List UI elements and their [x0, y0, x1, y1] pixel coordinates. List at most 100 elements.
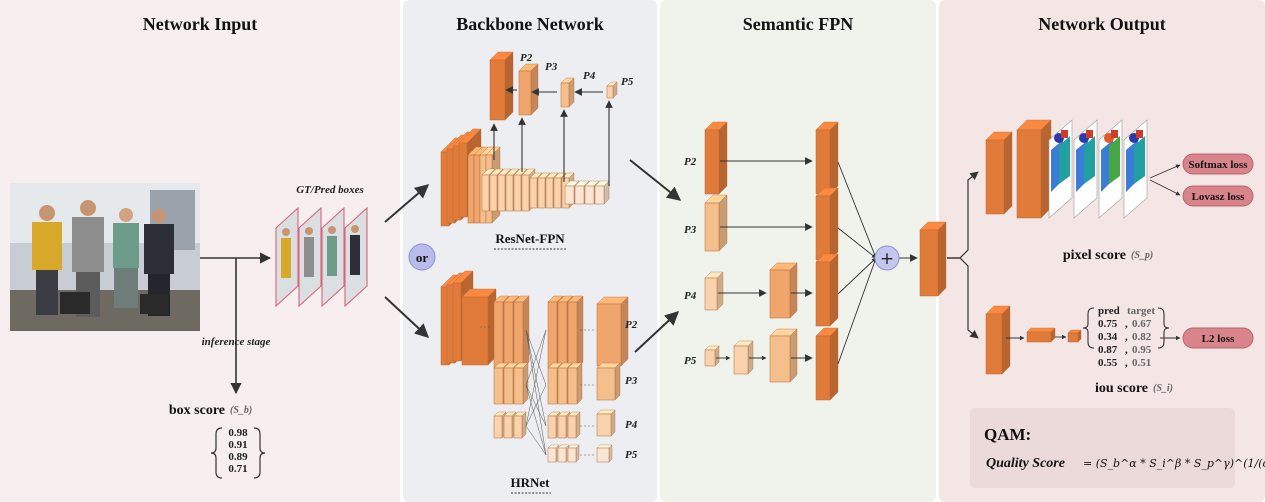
feature-map-front — [596, 447, 610, 463]
feature-map-side — [937, 221, 947, 297]
card-head — [351, 225, 359, 233]
lovasz-loss-pill: Lovasz loss — [1182, 185, 1254, 207]
hrnet-label: HRNet — [511, 475, 551, 490]
resnet-p3-label: P3 — [545, 61, 558, 73]
arrow-to-resnet — [384, 184, 430, 223]
iou-left-brace — [1082, 307, 1095, 349]
feature-map-front — [493, 301, 504, 369]
feature-map-side — [504, 51, 514, 121]
feature-map-side — [829, 187, 839, 261]
feature-map-side — [1001, 305, 1011, 375]
title-backbone-network: Backbone Network — [456, 14, 604, 34]
panel-semantic-fpn — [660, 0, 936, 502]
feature-map-side — [608, 444, 613, 463]
fpn-in-p3 — [704, 194, 728, 252]
feature-map-front — [704, 277, 718, 311]
iou-target-value: 0.95 — [1132, 344, 1152, 356]
fpn-to-sum — [837, 227, 877, 259]
gt-pred-box-card — [321, 206, 345, 308]
panel-network-output — [939, 0, 1265, 502]
mask-region — [1134, 136, 1145, 184]
feature-map-side — [568, 77, 575, 108]
or-badge — [408, 243, 436, 271]
iou-comma: , — [1125, 331, 1128, 343]
iou-comma: , — [1125, 357, 1128, 369]
fpn-p5-label: P5 — [684, 355, 697, 367]
iou-score-label: iou score — [1095, 381, 1148, 396]
pixel-score-label: pixel score — [1063, 248, 1126, 263]
feature-map-front — [458, 142, 468, 218]
feature-map-side — [610, 409, 616, 437]
iou-score-symbol: (S_i) — [1153, 383, 1173, 394]
feature-map-side — [576, 362, 583, 405]
feature-map-front — [584, 185, 595, 205]
card-head — [305, 227, 313, 235]
feature-map-side — [789, 262, 798, 319]
feature-map-side — [575, 411, 581, 439]
pixel-to-lovasz — [1149, 179, 1181, 196]
box-score-symbol: (S_b) — [230, 405, 252, 416]
card-person — [304, 237, 314, 277]
fused-feature — [919, 221, 947, 297]
hrnet-exchange — [525, 329, 547, 456]
feature-map-front — [1026, 331, 1052, 343]
fpn-head-p3 — [815, 187, 839, 261]
feature-map-top — [1026, 327, 1056, 333]
feature-map-front — [467, 154, 475, 224]
feature-map-side — [620, 296, 629, 367]
feature-map-front — [985, 139, 1005, 215]
iou-right-brace — [1157, 307, 1170, 349]
sum-node — [874, 245, 900, 271]
branch-iou — [947, 257, 979, 339]
stage5-layer — [594, 180, 610, 205]
hrnet-lowest-res — [567, 444, 580, 463]
hrnet-low-res — [513, 411, 527, 439]
hrnet-out-p2 — [596, 296, 629, 367]
feature-map-front — [557, 447, 567, 463]
feature-map-front — [704, 129, 720, 195]
feature-map-side — [575, 444, 580, 463]
iou-header-target: target — [1127, 305, 1155, 317]
segmentation-mask — [1048, 119, 1073, 219]
feature-map-front — [567, 367, 578, 405]
arrow-hrnet-to-fpn — [634, 311, 680, 353]
qam-title: QAM: — [984, 425, 1031, 444]
feature-map-front — [557, 301, 568, 369]
sum-node-plus: + — [880, 249, 894, 269]
title-network-output: Network Output — [1038, 14, 1166, 34]
pixel-head-1 — [985, 131, 1013, 215]
arrow-to-hrnet — [384, 296, 430, 338]
iou-header-pred: pred — [1098, 305, 1120, 317]
fpn-up-p4 — [769, 262, 798, 319]
feature-map-front — [489, 59, 506, 121]
feature-map-front — [574, 185, 585, 205]
inference-stage-label: inference stage — [202, 336, 271, 348]
hrnet-low-res — [567, 411, 581, 439]
iou-pred-value: 0.55 — [1098, 357, 1118, 369]
fpn-head-p4 — [815, 253, 839, 327]
feature-map-side — [522, 295, 530, 369]
feature-map-front — [919, 229, 939, 297]
iou-pred-value: 0.75 — [1098, 318, 1118, 330]
feature-map-side — [829, 253, 839, 327]
iou-target-value: 0.82 — [1132, 331, 1152, 343]
feature-map-front — [461, 296, 489, 366]
feature-map-side — [614, 362, 621, 401]
resnet-p4-label: P4 — [583, 70, 596, 82]
panel-backbone — [403, 0, 657, 502]
feature-map-side — [718, 121, 728, 195]
box-score-value: 0.89 — [228, 451, 248, 463]
gt-pred-box-card — [298, 206, 322, 308]
box-score-label: box score — [169, 403, 225, 418]
mask-region — [1111, 130, 1118, 138]
feature-map-front — [564, 185, 575, 205]
title-semantic-fpn: Semantic FPN — [743, 14, 853, 34]
feature-map-front — [547, 415, 557, 439]
quality-score-label: Quality Score — [986, 456, 1065, 471]
feature-map-side — [829, 327, 839, 401]
feature-map-front — [1067, 332, 1079, 343]
card-head — [282, 228, 290, 236]
fpn-to-sum — [837, 257, 877, 365]
